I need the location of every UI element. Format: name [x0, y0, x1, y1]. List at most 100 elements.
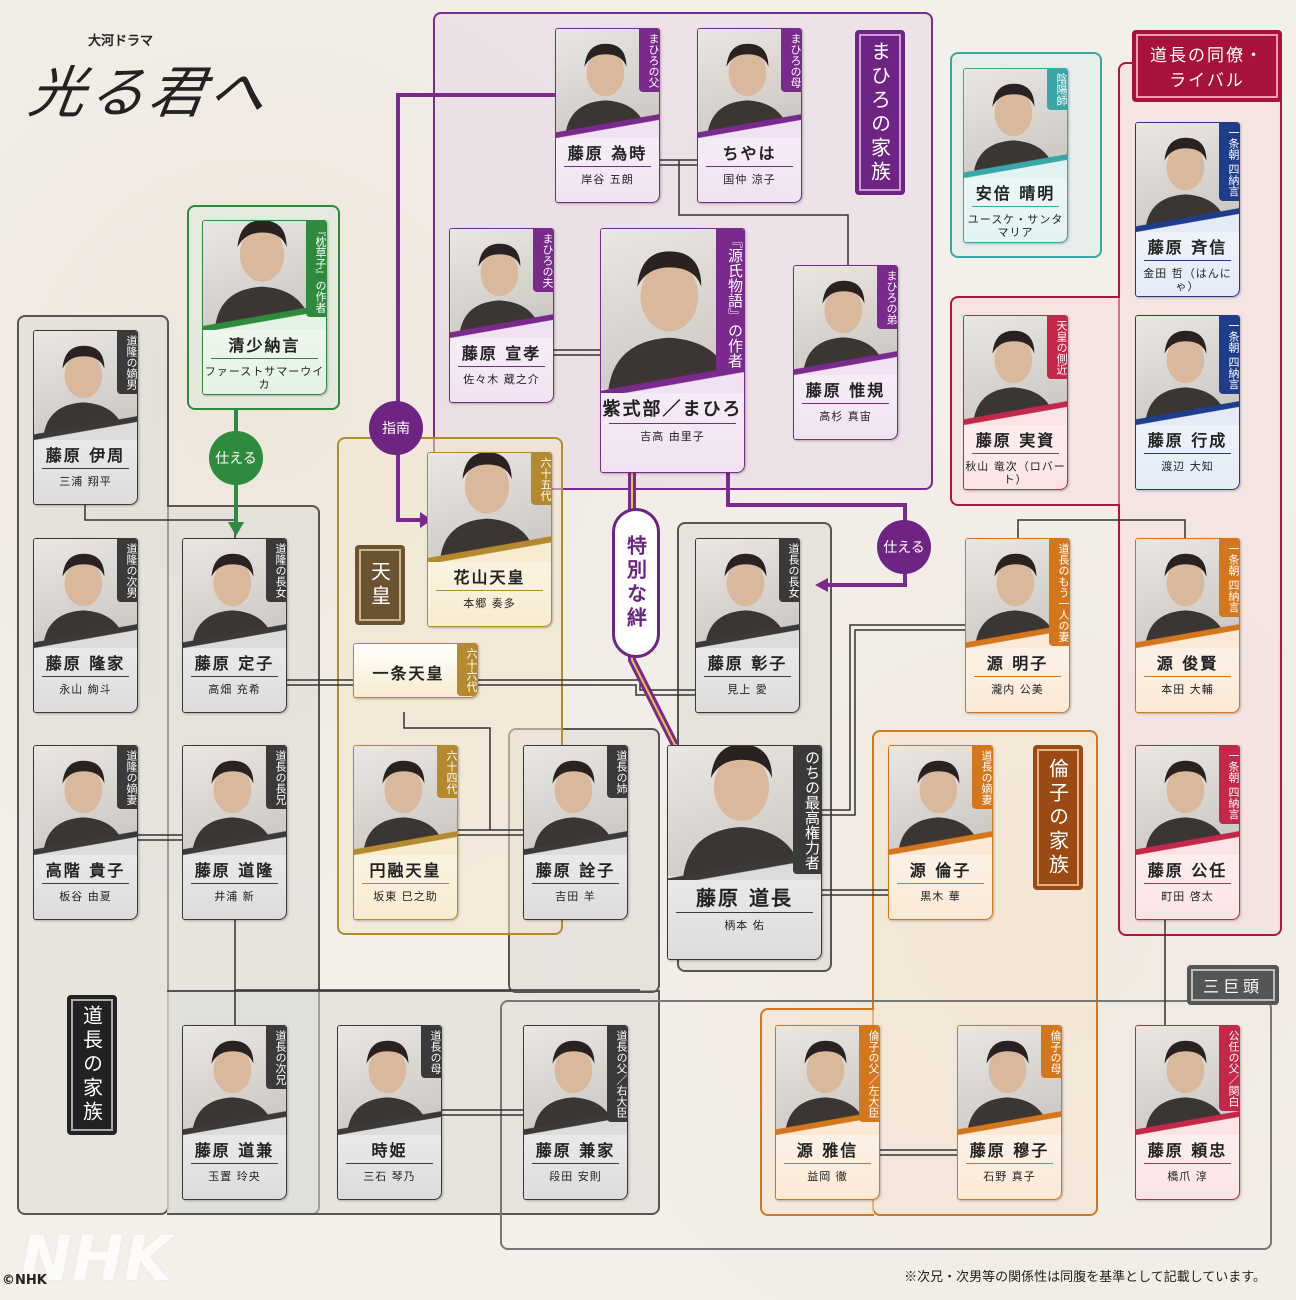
character-card[interactable]: 藤原 兼家段田 安則道長の父／右大臣	[523, 1025, 628, 1200]
divider	[609, 423, 736, 424]
serve-relation-badge-purple: 仕える	[877, 520, 931, 574]
character-card[interactable]: 藤原 頼忠橋爪 淳公任の父／関白	[1135, 1025, 1240, 1200]
actor-name: 三浦 翔平	[59, 475, 112, 488]
character-card[interactable]: 藤原 斉信金田 哲（はんにゃ）一条朝 四納言	[1135, 122, 1240, 297]
character-name: 藤原 斉信	[1147, 238, 1228, 257]
role-tag: 倫子の母	[1041, 1026, 1061, 1078]
character-card[interactable]: 清少納言ファーストサマーウイカ『枕草子』の作者	[202, 220, 327, 395]
character-name: 藤原 公任	[1147, 861, 1228, 880]
character-card[interactable]: 藤原 惟規高杉 真宙まひろの弟	[793, 265, 898, 440]
role-tag: まひろの夫	[533, 229, 553, 292]
divider	[1144, 453, 1231, 454]
character-card[interactable]: ちやは国仲 涼子まひろの母	[697, 28, 802, 203]
divider	[706, 166, 793, 167]
divider	[1144, 676, 1231, 677]
character-name: 藤原 道隆	[194, 861, 275, 880]
card-swoosh	[203, 304, 326, 330]
character-card[interactable]: 一条天皇六十六代	[353, 643, 478, 698]
character-card[interactable]: 藤原 隆家永山 絢斗道隆の次男	[33, 538, 138, 713]
character-card[interactable]: 藤原 伊周三浦 翔平 道隆の嫡男	[33, 330, 138, 505]
role-tag: 六十四代	[437, 746, 457, 798]
card-swoosh	[34, 622, 137, 648]
actor-name: 瀧内 公美	[991, 683, 1044, 696]
card-swoosh	[1136, 622, 1239, 648]
divider	[211, 358, 318, 359]
divider	[704, 676, 791, 677]
divider	[897, 883, 984, 884]
character-card[interactable]: 高階 貴子板谷 由夏道隆の嫡妻	[33, 745, 138, 920]
card-swoosh	[428, 536, 551, 562]
character-card[interactable]: 藤原 為時岸谷 五朗まひろの父	[555, 28, 660, 203]
card-swoosh	[338, 1109, 441, 1135]
character-card[interactable]: 藤原 宣孝佐々木 蔵之介まひろの夫	[449, 228, 554, 403]
character-name: 高階 貴子	[45, 861, 126, 880]
copyright: ©NHK	[2, 1273, 47, 1288]
divider	[191, 1163, 278, 1164]
character-name: 藤原 伊周	[45, 446, 126, 465]
drama-title-logo: 光る君へ	[24, 61, 274, 126]
serve-relation-badge-green: 仕える	[209, 431, 263, 485]
role-tag: 道隆の長女	[266, 539, 286, 602]
role-tag: 道長の次兄	[266, 1026, 286, 1089]
divider	[1144, 883, 1231, 884]
actor-name: 坂東 巳之助	[373, 890, 438, 903]
character-card[interactable]: 藤原 実資秋山 竜次（ロバート）天皇の側近	[963, 315, 1068, 490]
actor-name: 三石 琴乃	[363, 1170, 416, 1183]
actor-name: 玉置 玲央	[208, 1170, 261, 1183]
character-card[interactable]: 安倍 晴明ユースケ・サンタマリア陰陽師	[963, 68, 1068, 243]
role-tag: まひろの父	[639, 29, 659, 92]
role-tag: 一条朝 四納言	[1219, 316, 1239, 394]
character-name: 藤原 惟規	[805, 381, 886, 400]
card-swoosh	[34, 829, 137, 855]
character-card[interactable]: 源 雅信益岡 徹倫子の父／左大臣	[775, 1025, 880, 1200]
role-tag: 道隆の嫡男	[117, 331, 137, 394]
actor-name: 佐々木 蔵之介	[463, 373, 540, 386]
card-swoosh	[34, 414, 137, 440]
character-card[interactable]: 藤原 道隆井浦 新道長の長兄	[182, 745, 287, 920]
character-card[interactable]: 紫式部／まひろ吉高 由里子『源氏物語』の作者	[600, 228, 745, 473]
actor-name: 益岡 徹	[807, 1170, 848, 1183]
role-tag: まひろの母	[781, 29, 801, 92]
character-card[interactable]: 円融天皇坂東 巳之助六十四代	[353, 745, 458, 920]
divider	[42, 468, 129, 469]
emperor-label: 天皇	[355, 545, 405, 625]
character-card[interactable]: 藤原 穆子石野 真子倫子の母	[957, 1025, 1062, 1200]
character-name: 藤原 為時	[567, 144, 648, 163]
role-tag: 一条朝 四納言	[1219, 123, 1239, 201]
character-name: 藤原 定子	[194, 654, 275, 673]
character-name: 時姫	[371, 1141, 408, 1160]
role-tag: 『源氏物語』の作者	[716, 229, 744, 372]
character-card[interactable]: 源 俊賢本田 大輔一条朝 四納言	[1135, 538, 1240, 713]
three-leaders-box	[500, 1000, 1272, 1250]
character-name: 藤原 行成	[1147, 431, 1228, 450]
card-swoosh	[889, 829, 992, 855]
divider	[532, 883, 619, 884]
special-bond-badge: 特別な絆	[612, 508, 660, 658]
character-card[interactable]: 源 倫子黒木 華道長の嫡妻	[888, 745, 993, 920]
divider	[458, 366, 545, 367]
rivals-label: 道長の同僚・ライバル	[1132, 30, 1282, 102]
character-card[interactable]: 藤原 詮子吉田 羊道長の姉	[523, 745, 628, 920]
actor-name: ユースケ・サンタマリア	[967, 213, 1064, 239]
role-tag: 一条朝 四納言	[1219, 746, 1239, 824]
actor-name: 段田 安則	[549, 1170, 602, 1183]
character-name: 一条天皇	[372, 664, 445, 683]
character-card[interactable]: 源 明子瀧内 公美道長のもう一人の妻	[965, 538, 1070, 713]
divider	[1144, 1163, 1231, 1164]
character-card[interactable]: 藤原 公任町田 啓太一条朝 四納言	[1135, 745, 1240, 920]
character-card[interactable]: 藤原 行成渡辺 大知一条朝 四納言	[1135, 315, 1240, 490]
character-card[interactable]: 時姫三石 琴乃道長の母	[337, 1025, 442, 1200]
character-card[interactable]: 藤原 道兼玉置 玲央道長の次兄	[182, 1025, 287, 1200]
card-swoosh	[964, 152, 1067, 178]
character-name: 花山天皇	[453, 568, 526, 587]
character-card[interactable]: 藤原 道長柄本 佑のちの最高権力者	[667, 745, 822, 960]
actor-name: 板谷 由夏	[59, 890, 112, 903]
character-card[interactable]: 花山天皇本郷 奏多六十五代	[427, 452, 552, 627]
character-card[interactable]: 藤原 彰子見上 愛道長の長女	[695, 538, 800, 713]
character-card[interactable]: 藤原 定子高畑 充希道隆の長女	[182, 538, 287, 713]
card-swoosh	[698, 112, 801, 138]
actor-name: 秋山 竜次（ロバート）	[965, 460, 1066, 486]
card-swoosh	[1136, 829, 1239, 855]
character-name: 藤原 道長	[696, 886, 793, 910]
character-name: 源 俊賢	[1156, 654, 1219, 673]
